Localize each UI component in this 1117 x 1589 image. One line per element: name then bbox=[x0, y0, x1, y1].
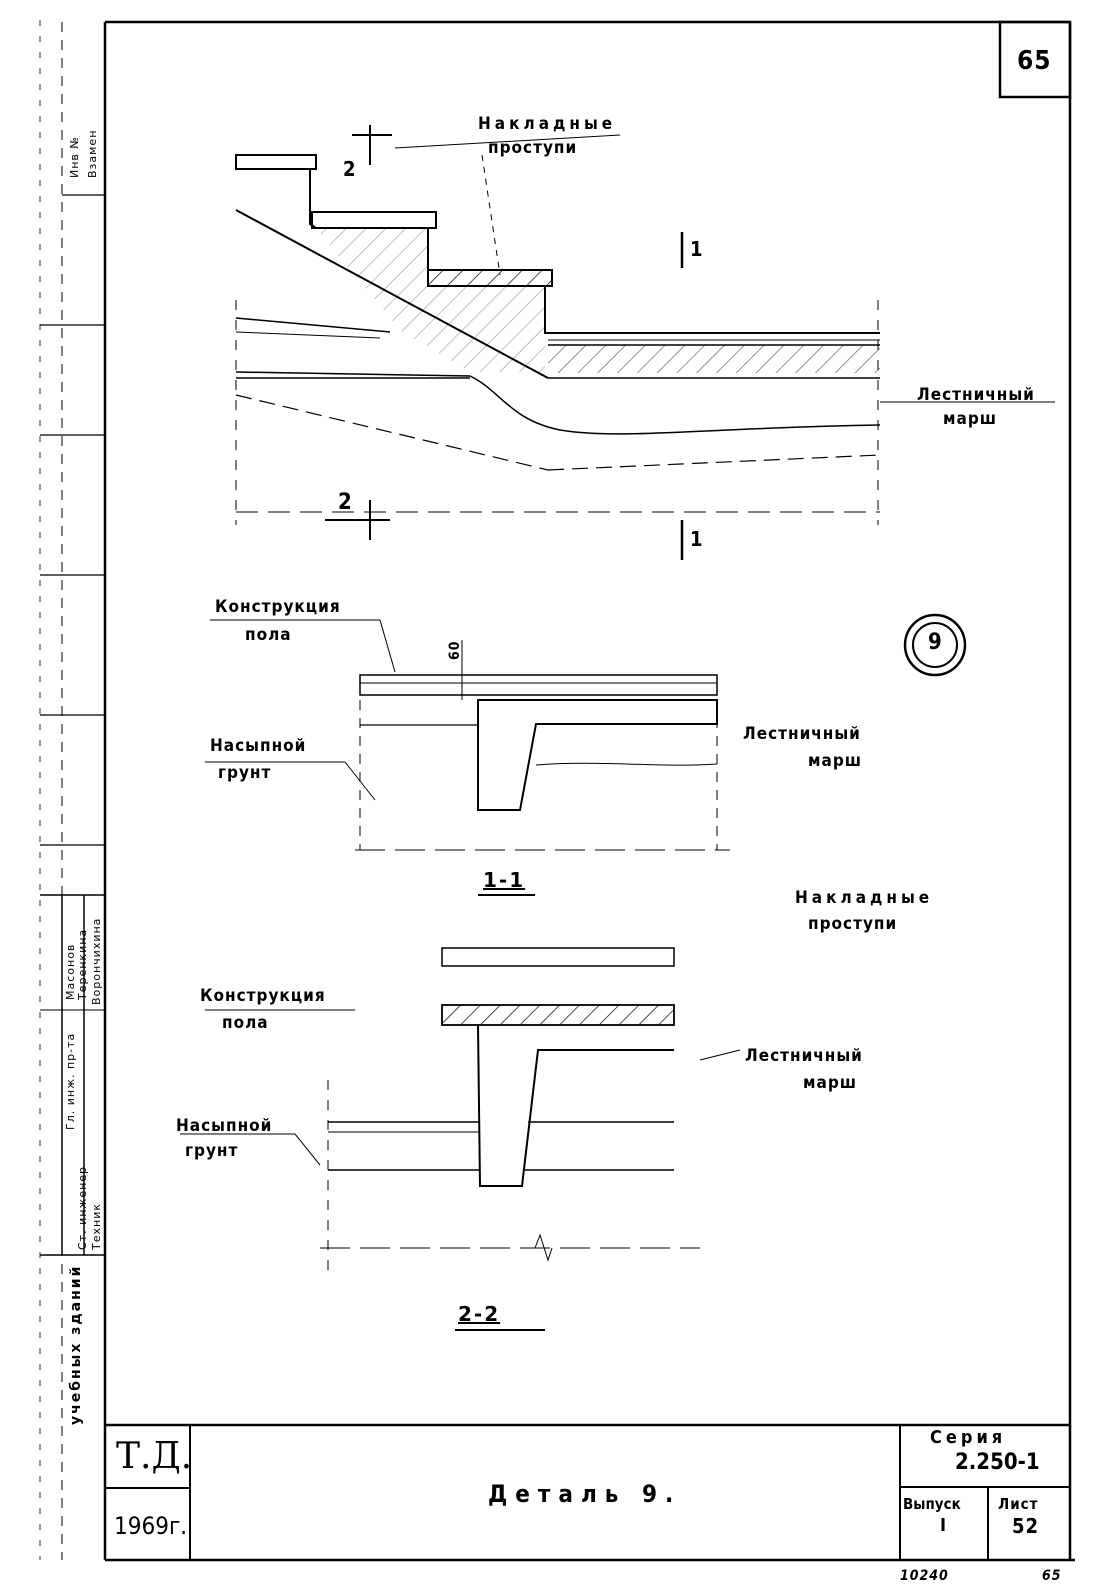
label-treads-2-2-b: проступи bbox=[808, 914, 898, 934]
footer-right-number: 65 bbox=[1042, 1568, 1062, 1584]
issue-label: Выпуск bbox=[903, 1495, 961, 1513]
issue-value: I bbox=[940, 1515, 948, 1536]
section-1-1-drawing bbox=[205, 619, 730, 896]
sheet-label: Лист bbox=[998, 1495, 1039, 1513]
label-treads-2-2-a: Накладные bbox=[795, 888, 934, 908]
side-stamp-role-2: Ст. инженер bbox=[76, 1165, 89, 1250]
label-flight-2-2-b: марш bbox=[803, 1073, 858, 1093]
detail-marker-number: 9 bbox=[928, 630, 942, 655]
side-stamp-inv: Инв № bbox=[68, 136, 81, 178]
section-mark-1-top: 1 bbox=[690, 237, 704, 261]
side-stamp-series-name: учебных зданий bbox=[68, 1264, 84, 1425]
side-stamp-role-3: Техник bbox=[90, 1203, 103, 1250]
drawing-title: Деталь 9. bbox=[488, 1480, 682, 1508]
label-flight-1-1-a: Лестничный bbox=[743, 724, 861, 744]
label-fill-1-1-b: грунт bbox=[218, 763, 272, 783]
side-stamp-vzamen: Взамен bbox=[86, 129, 99, 178]
sheet-frame bbox=[39, 20, 1075, 1562]
label-floor-1-1-b: пола bbox=[245, 625, 292, 645]
series-value: 2.250-1 bbox=[955, 1450, 1040, 1475]
side-stamp-role-1: Гл. инж. пр-та bbox=[64, 1032, 77, 1130]
label-fill-2-2-a: Насыпной bbox=[176, 1116, 273, 1136]
detail-marker-9 bbox=[903, 613, 967, 677]
footer-left-number: 10240 bbox=[900, 1568, 949, 1584]
label-floor-2-2-a: Конструкция bbox=[200, 986, 326, 1006]
series-label: Серия bbox=[930, 1427, 1007, 1448]
label-floor-1-1-a: Конструкция bbox=[215, 597, 341, 617]
sheet-value: 52 bbox=[1012, 1514, 1040, 1538]
sheet-number: 65 bbox=[1017, 46, 1052, 76]
label-flight-1-1-b: марш bbox=[808, 751, 863, 771]
label-floor-2-2-b: пола bbox=[222, 1013, 269, 1033]
label-flight-2-2-a: Лестничный bbox=[745, 1046, 863, 1066]
section-title-1-1: 1-1 bbox=[483, 868, 526, 892]
dimension-60: 60 bbox=[447, 640, 463, 660]
section-mark-2-top: 2 bbox=[343, 157, 357, 181]
label-fill-1-1-a: Насыпной bbox=[210, 736, 307, 756]
section-2-2-drawing bbox=[180, 947, 741, 1331]
section-mark-1-bottom: 1 bbox=[690, 527, 704, 551]
side-stamp-name-2: Теренкина bbox=[76, 928, 89, 1000]
title-block-year: 1969г. bbox=[114, 1512, 188, 1540]
top-detail-drawing bbox=[235, 125, 1055, 560]
title-block-org: Т.Д. bbox=[116, 1436, 193, 1477]
side-stamp-name-3: Ворончихина bbox=[90, 917, 103, 1005]
label-treads-top-1: Накладные bbox=[478, 114, 617, 134]
section-mark-2-bottom: 2 bbox=[338, 490, 353, 515]
label-treads-top-2: проступи bbox=[488, 138, 578, 158]
label-fill-2-2-b: грунт bbox=[185, 1141, 239, 1161]
section-title-2-2: 2-2 bbox=[458, 1302, 501, 1326]
label-flight-top-2: марш bbox=[943, 409, 998, 429]
label-flight-top-1: Лестничный bbox=[917, 385, 1035, 405]
